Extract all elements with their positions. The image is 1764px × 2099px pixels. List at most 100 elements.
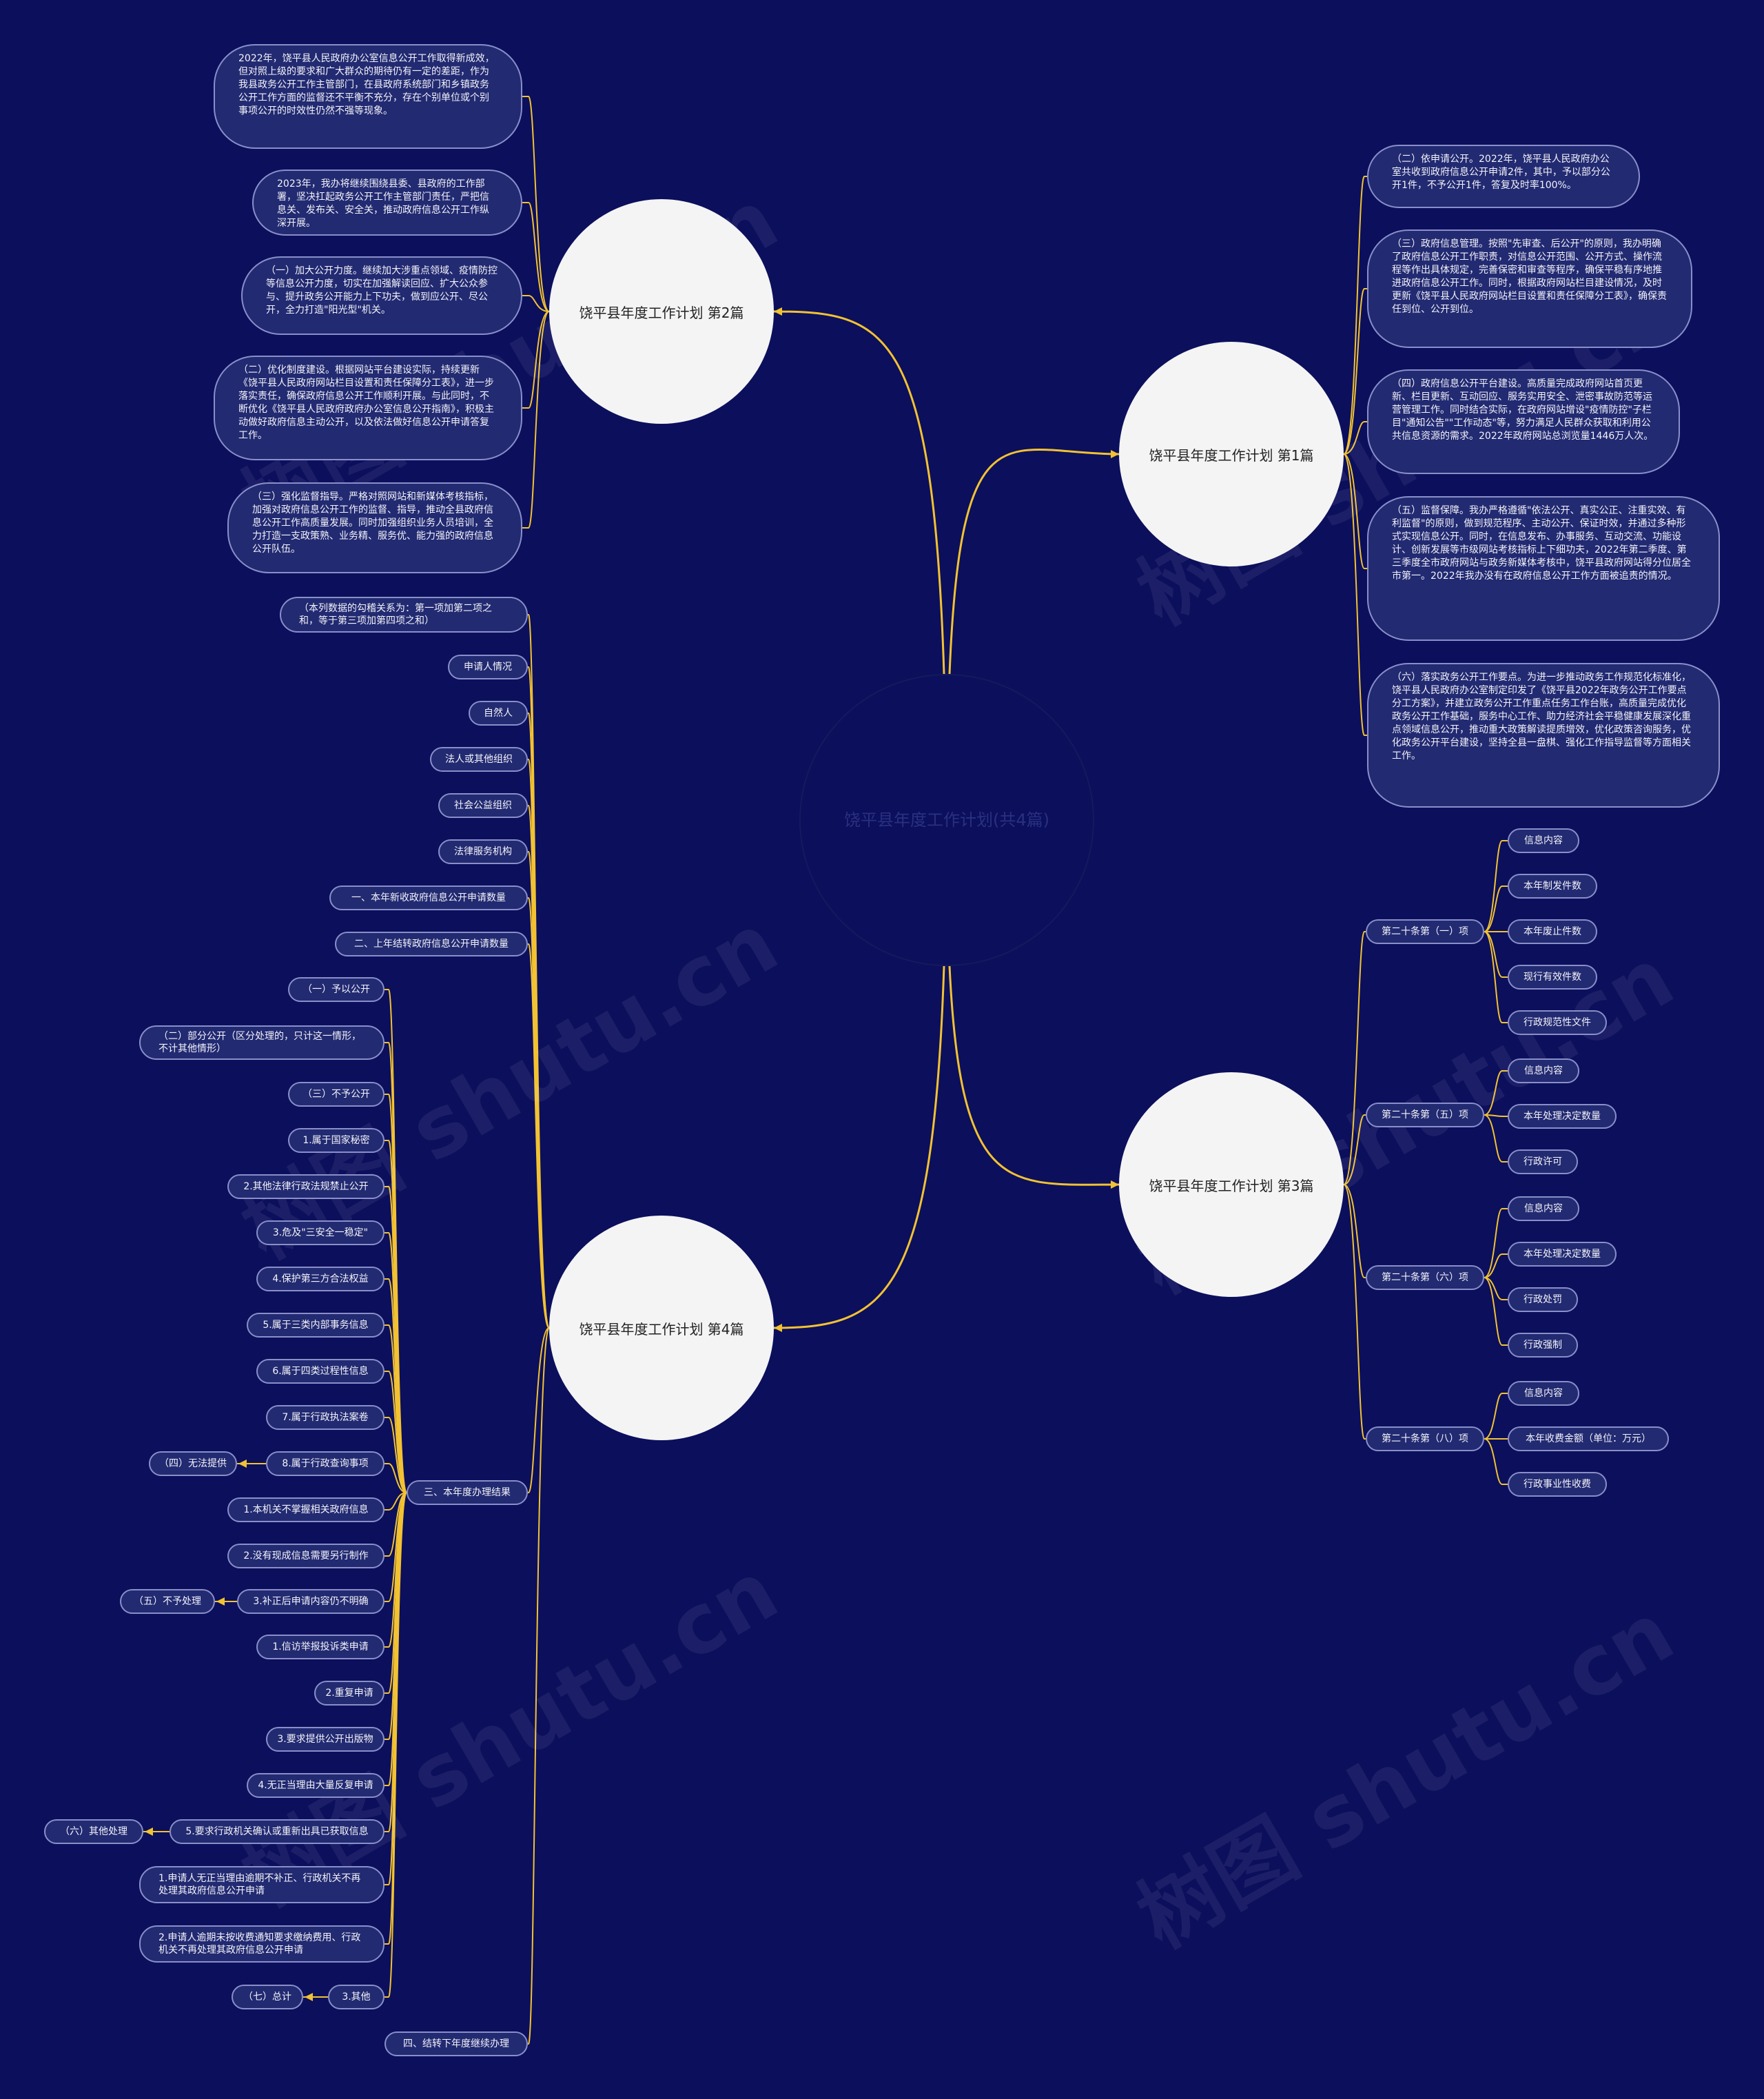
connector-line bbox=[1343, 453, 1367, 736]
t4-item[interactable]: 法律服务机构 bbox=[438, 839, 528, 864]
arrow-head bbox=[216, 1597, 225, 1606]
t3-leaf[interactable]: 信息内容 bbox=[1508, 828, 1579, 853]
arrow-head bbox=[774, 307, 782, 316]
t3-leaf[interactable]: 本年制发件数 bbox=[1508, 874, 1597, 899]
connector-line bbox=[1484, 1438, 1508, 1485]
t3-group[interactable]: 第二十条第（六）项 bbox=[1366, 1265, 1484, 1290]
t4-result-item[interactable]: （一）予以公开 bbox=[288, 977, 384, 1002]
t4-result-item[interactable]: 1.信访举报投诉类申请 bbox=[256, 1635, 384, 1659]
t4-item[interactable]: （本列数据的勾稽关系为：第一项加第二项之和，等于第三项加第四项之和） bbox=[280, 597, 528, 633]
t4-result-item[interactable]: 6.属于四类过程性信息 bbox=[256, 1359, 384, 1384]
t3-leaf[interactable]: 本年废止件数 bbox=[1508, 919, 1597, 944]
topic-1[interactable]: 饶平县年度工作计划 第1篇 bbox=[1119, 342, 1344, 566]
t4-result-item[interactable]: 5.属于三类内部事务信息 bbox=[247, 1313, 384, 1338]
t2-item[interactable]: （三）强化监督指导。严格对照网站和新媒体考核指标，加强对政府信息公开工作的监督、… bbox=[227, 482, 522, 573]
t4-result-item[interactable]: 3.危及"三安全一稳定" bbox=[256, 1220, 384, 1245]
t3-leaf[interactable]: 信息内容 bbox=[1508, 1196, 1579, 1221]
t3-leaf[interactable]: 行政处罚 bbox=[1508, 1287, 1578, 1312]
arrow-head bbox=[305, 1993, 313, 2001]
connector-line bbox=[1484, 1070, 1508, 1116]
t4-item[interactable]: 二、上年结转政府信息公开申请数量 bbox=[335, 932, 528, 956]
t3-leaf[interactable]: 本年处理决定数量 bbox=[1508, 1104, 1617, 1129]
t4-result-item[interactable]: 1.属于国家秘密 bbox=[288, 1128, 384, 1153]
t3-leaf[interactable]: 信息内容 bbox=[1508, 1381, 1579, 1406]
connector-line bbox=[1343, 1114, 1366, 1185]
topic-2[interactable]: 饶平县年度工作计划 第2篇 bbox=[549, 199, 774, 424]
connector-line bbox=[528, 943, 550, 1329]
t3-leaf[interactable]: 信息内容 bbox=[1508, 1058, 1579, 1083]
connector-line bbox=[1484, 931, 1508, 1023]
connector-line bbox=[384, 1371, 407, 1493]
t3-leaf[interactable]: 本年收费金额（单位：万元） bbox=[1508, 1426, 1669, 1451]
t4-result-subitem[interactable]: （七）总计 bbox=[232, 1985, 303, 2009]
t3-leaf[interactable]: 本年处理决定数量 bbox=[1508, 1242, 1617, 1267]
t4-result-subitem[interactable]: （六）其他处理 bbox=[44, 1819, 143, 1844]
central-topic[interactable]: 饶平县年度工作计划(共4篇) bbox=[799, 674, 1094, 966]
t4-result-item[interactable]: 2.申请人逾期未按收费通知要求缴纳费用、行政机关不再处理其政府信息公开申请 bbox=[139, 1925, 384, 1963]
connector-line bbox=[1484, 1277, 1508, 1300]
connector-line bbox=[384, 1463, 407, 1493]
t4-result-item[interactable]: 2.没有现成信息需要另行制作 bbox=[227, 1544, 384, 1568]
t3-leaf[interactable]: 行政事业性收费 bbox=[1508, 1472, 1607, 1497]
t3-group[interactable]: 第二十条第（一）项 bbox=[1366, 919, 1484, 944]
connector-line bbox=[1343, 1184, 1366, 1278]
t1-item[interactable]: （六）落实政务公开工作要点。为进一步推动政务工作规范化标准化，饶平县人民政府办公… bbox=[1367, 663, 1720, 808]
t4-result-item[interactable]: 2.重复申请 bbox=[314, 1681, 384, 1706]
t4-result-item[interactable]: 4.无正当理由大量反复申请 bbox=[247, 1773, 384, 1798]
t2-item[interactable]: （一）加大公开力度。继续加大涉重点领域、疫情防控等信息公开力度，切实在加强解读回… bbox=[241, 256, 522, 335]
t2-item[interactable]: （二）优化制度建设。根据网站平台建设实际，持续更新《饶平县人民政府网站栏目设置和… bbox=[214, 356, 522, 460]
t2-item[interactable]: 2022年，饶平县人民政府办公室信息公开工作取得新成效，但对照上级的要求和广大群… bbox=[214, 44, 522, 149]
t4-result-item[interactable]: 2.其他法律行政法规禁止公开 bbox=[227, 1174, 384, 1199]
t4-item[interactable]: 四、结转下年度继续办理 bbox=[384, 2031, 528, 2056]
t4-result-subitem[interactable]: （五）不予处理 bbox=[120, 1589, 215, 1614]
t3-leaf[interactable]: 行政强制 bbox=[1508, 1333, 1578, 1358]
arrow-head bbox=[145, 1827, 153, 1836]
connector-line bbox=[1343, 453, 1367, 569]
t4-item[interactable]: 法人或其他组织 bbox=[430, 747, 528, 772]
t1-item[interactable]: （三）政府信息管理。按照"先审查、后公开"的原则，我办明确了政府信息公开工作职责… bbox=[1367, 229, 1692, 348]
t4-result-item[interactable]: 5.要求行政机关确认或重新出具已获取信息 bbox=[170, 1819, 384, 1844]
topic-4[interactable]: 饶平县年度工作计划 第4篇 bbox=[549, 1216, 774, 1440]
t4-result-item[interactable]: 3.要求提供公开出版物 bbox=[266, 1727, 384, 1752]
t3-group[interactable]: 第二十条第（八）项 bbox=[1366, 1426, 1484, 1451]
t2-item[interactable]: 2023年，我办将继续围绕县委、县政府的工作部署，坚决扛起政务公开工作主管部门责… bbox=[252, 170, 522, 236]
arrow-head bbox=[774, 1324, 782, 1332]
t4-result-item[interactable]: （三）不予公开 bbox=[288, 1082, 384, 1107]
connector-line bbox=[522, 311, 550, 409]
connector-line bbox=[1484, 931, 1508, 978]
connector-line bbox=[1484, 1114, 1508, 1163]
t3-leaf[interactable]: 行政规范性文件 bbox=[1508, 1010, 1607, 1035]
t4-result-group[interactable]: 三、本年度办理结果 bbox=[407, 1480, 528, 1505]
t1-item[interactable]: （四）政府信息公开平台建设。高质量完成政府网站首页更新、栏目更新、互动回应、服务… bbox=[1367, 369, 1680, 474]
connector-line bbox=[773, 310, 945, 675]
t4-result-item[interactable]: 3.其他 bbox=[328, 1985, 384, 2009]
t4-item[interactable]: 申请人情况 bbox=[448, 655, 528, 679]
connector-line bbox=[528, 1327, 550, 2045]
connector-line bbox=[773, 965, 945, 1329]
arrow-head bbox=[1111, 1180, 1119, 1189]
t4-result-item[interactable]: 1.申请人无正当理由逾期不补正、行政机关不再处理其政府信息公开申请 bbox=[139, 1866, 384, 1903]
t1-item[interactable]: （五）监督保障。我办严格遵循"依法公开、真实公正、注重实效、有利监督"的原则，做… bbox=[1367, 496, 1720, 641]
connector-line bbox=[1484, 1114, 1508, 1117]
t4-result-item[interactable]: 3.补正后申请内容仍不明确 bbox=[237, 1589, 384, 1614]
t4-item[interactable]: 一、本年新收政府信息公开申请数量 bbox=[329, 885, 528, 910]
t4-item[interactable]: 社会公益组织 bbox=[438, 793, 528, 818]
connector-line bbox=[1484, 1277, 1508, 1346]
t4-result-item[interactable]: 4.保护第三方合法权益 bbox=[256, 1267, 384, 1291]
t4-result-item[interactable]: （二）部分公开（区分处理的，只计这一情形，不计其他情形） bbox=[139, 1025, 384, 1060]
connector-line bbox=[522, 202, 550, 312]
t4-result-item[interactable]: 7.属于行政执法案卷 bbox=[266, 1405, 384, 1430]
t4-result-item[interactable]: 1.本机关不掌握相关政府信息 bbox=[227, 1497, 384, 1522]
t3-leaf[interactable]: 行政许可 bbox=[1508, 1149, 1578, 1174]
t1-item[interactable]: （二）依申请公开。2022年，饶平县人民政府办公室共收到政府信息公开申请2件，其… bbox=[1367, 145, 1640, 208]
t4-item[interactable]: 自然人 bbox=[469, 701, 528, 726]
t4-result-item[interactable]: 8.属于行政查询事项 bbox=[266, 1451, 384, 1476]
arrow-head bbox=[1111, 450, 1119, 458]
connector-line bbox=[1484, 1393, 1508, 1440]
t3-leaf[interactable]: 现行有效件数 bbox=[1508, 965, 1597, 990]
connector-line bbox=[522, 96, 550, 312]
t3-group[interactable]: 第二十条第（五）项 bbox=[1366, 1103, 1484, 1127]
t4-result-subitem[interactable]: （四）无法提供 bbox=[149, 1451, 237, 1476]
connector-line bbox=[1484, 1208, 1508, 1278]
topic-3[interactable]: 饶平县年度工作计划 第3篇 bbox=[1119, 1072, 1344, 1297]
